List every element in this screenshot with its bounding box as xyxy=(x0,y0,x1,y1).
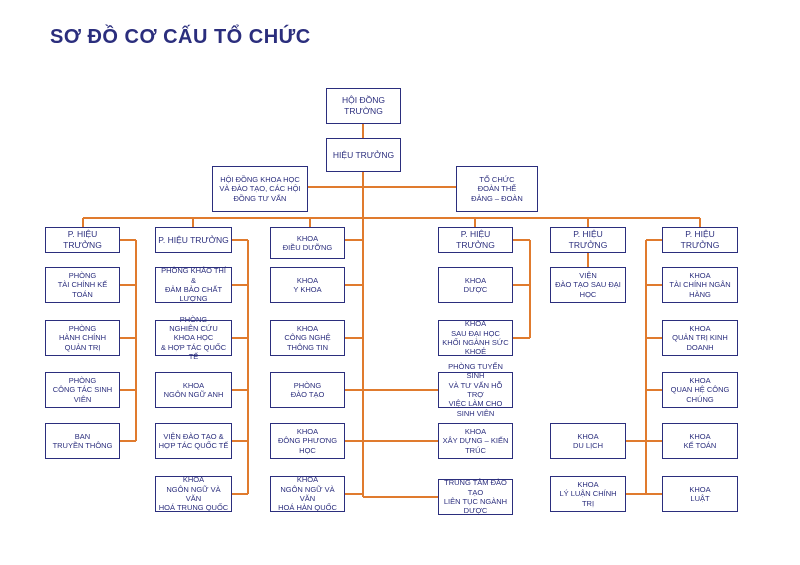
node-vien-sau-dai-hoc: Viện Đào tạo sau đại học xyxy=(550,267,626,303)
node-khoa-ke-toan: Khoa Kế toán xyxy=(662,423,738,459)
node-phong-dao-tao: Phòng Đào tạo xyxy=(270,372,345,408)
node-khoa-xay-dung: Khoa Xây dựng – Kiến trúc xyxy=(438,423,513,459)
node-pho-hieu-truong-2: P. Hiệu trưởng xyxy=(155,227,232,253)
node-khoa-han-quoc: Khoa Ngôn ngữ và văn hoá Hàn Quốc xyxy=(270,475,345,512)
node-khoa-trung-quoc: Khoa Ngôn ngữ và văn hoá Trung Quốc xyxy=(155,475,232,512)
node-phong-tai-chinh-ke-toan: Phòng Tài chính kế toán xyxy=(45,267,120,303)
node-khoa-dong-phuong-hoc: Khoa Đông phương học xyxy=(270,423,345,459)
node-hoi-dong-truong: Hội đồng trường xyxy=(326,88,401,124)
node-khoa-cntt: Khoa Công nghệ thông tin xyxy=(270,320,345,356)
node-pho-hieu-truong-4: P. Hiệu trưởng xyxy=(550,227,626,253)
node-khoa-quan-he-cong-chung: Khoa Quan hệ công chúng xyxy=(662,372,738,408)
node-khoa-luat: Khoa Luật xyxy=(662,476,738,512)
node-pho-hieu-truong-5: P. Hiệu trưởng xyxy=(662,227,738,253)
node-ban-truyen-thong: Ban Truyền thông xyxy=(45,423,120,459)
node-khoa-dieu-duong: Khoa Điều dưỡng xyxy=(270,227,345,259)
node-khoa-duoc: Khoa Dược xyxy=(438,267,513,303)
node-pho-hieu-truong-1: P. Hiệu trưởng xyxy=(45,227,120,253)
node-khoa-tai-chinh-ngan-hang: Khoa Tài chính ngân hàng xyxy=(662,267,738,303)
node-to-chuc-doan-the: Tổ chức đoàn thể Đảng – Đoàn xyxy=(456,166,538,212)
node-trung-tam-dao-tao: Trung tâm đào tạo liên tục ngành dược xyxy=(438,478,513,515)
node-vien-dao-tao-htqt: Viện đào tạo & hợp tác quốc tế xyxy=(155,423,232,459)
chart-title: SƠ ĐỒ CƠ CẤU TỔ CHỨC xyxy=(50,26,311,48)
node-phong-nckh-htqt: Phòng nghiên cứu khoa học & hợp tác quốc… xyxy=(155,315,232,361)
node-khoa-ngon-ngu-anh: Khoa Ngôn ngữ Anh xyxy=(155,372,232,408)
node-phong-khao-thi: Phòng khảo thí & đảm bảo chất lượng xyxy=(155,266,232,303)
node-khoa-sau-dai-hoc: Khoa Sau đại học khối ngành sức khoẻ xyxy=(438,319,513,356)
node-phong-tuyen-sinh: Phòng tuyển sinh và tư vấn hỗ trợ việc l… xyxy=(438,362,513,418)
node-hoi-dong-khoa-hoc: Hội đồng khoa học và đào tạo, các hội đồ… xyxy=(212,166,308,212)
node-pho-hieu-truong-3: P. Hiệu trưởng xyxy=(438,227,513,253)
node-khoa-quan-tri-kinh-doanh: Khoa Quản trị kinh doanh xyxy=(662,320,738,356)
node-khoa-ly-luan-chinh-tri: Khoa Lý luận chính trị xyxy=(550,476,626,512)
node-phong-cong-tac-sinh-vien: Phòng Công tác sinh viên xyxy=(45,372,120,408)
node-hieu-truong: Hiệu trưởng xyxy=(326,138,401,172)
node-khoa-y-khoa: Khoa Y khoa xyxy=(270,267,345,303)
node-phong-hanh-chinh-quan-tri: Phòng Hành chính quản trị xyxy=(45,320,120,356)
node-khoa-du-lich: Khoa Du lịch xyxy=(550,423,626,459)
